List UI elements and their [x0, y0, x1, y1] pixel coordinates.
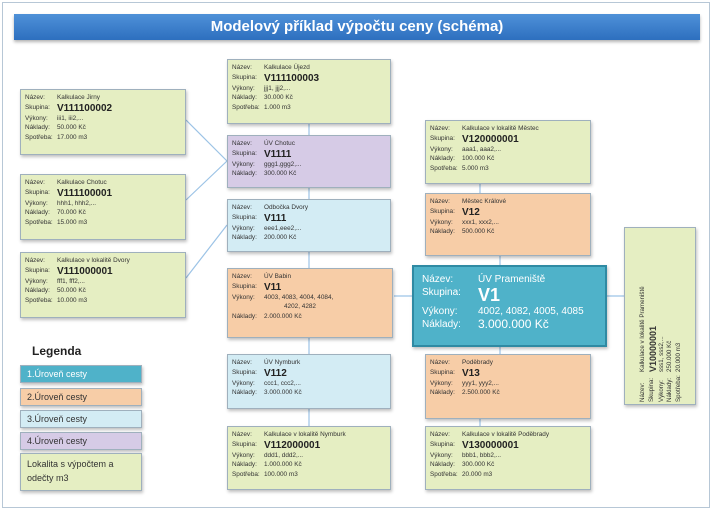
node-podebrady[interactable]: Název:Poděbrady Skupina:V13 Výkony:yyy1,…: [425, 354, 591, 419]
node-odbocka-dvory[interactable]: Název:Odbočka Dvory Skupina:V111 Výkony:…: [227, 199, 391, 252]
link-chotuc-jirny: [185, 119, 228, 162]
node-uv-prameniste[interactable]: Název:ÚV Prameniště Skupina:V1 Výkony:40…: [412, 265, 607, 347]
link-chotuc-kalkchotuc: [185, 160, 228, 201]
node-uv-nymburk[interactable]: Název:ÚV Nymburk Skupina:V112 Výkony:ccc…: [227, 354, 391, 409]
node-kalkulace-mestec[interactable]: Název:Kalkulace v lokalitě Městec Skupin…: [425, 120, 591, 184]
legend-item-location: Lokalita s výpočtem a odečty m3: [20, 453, 142, 491]
node-kalkulace-dvory[interactable]: Název:Kalkulace v lokalitě Dvory Skupina…: [20, 252, 186, 318]
node-kalkulace-nymburk[interactable]: Název:Kalkulace v lokalitě Nymburk Skupi…: [227, 426, 391, 490]
node-uv-chotuc[interactable]: Název:ÚV Chotuc Skupina:V1111 Výkony:ggg…: [227, 135, 391, 188]
node-kalkulace-jirny[interactable]: Název:Kalkulace Jirny Skupina:V111100002…: [20, 89, 186, 155]
node-kalkulace-ujezd[interactable]: Název:Kalkulace Újezd Skupina:V111100003…: [227, 59, 391, 124]
legend-item-level2: 2.Úroveň cesty: [20, 388, 142, 406]
node-kalkulace-chotuc[interactable]: Název:Kalkulace Chotuc Skupina:V11110000…: [20, 174, 186, 240]
node-uv-babin[interactable]: Název:ÚV Babin Skupina:V11 Výkony:4003, …: [227, 268, 393, 338]
node-kalkulace-podebrady[interactable]: Název:Kalkulace v lokalitě Poděbrady Sku…: [425, 426, 591, 490]
node-mestec-kralove[interactable]: Název:Městec Králové Skupina:V12 Výkony:…: [425, 193, 591, 256]
legend-title: Legenda: [32, 344, 82, 358]
legend-item-level3: 3.Úroveň cesty: [20, 410, 142, 428]
diagram-title: Modelový příklad výpočtu ceny (schéma): [14, 14, 700, 40]
legend-item-level1: 1.Úroveň cesty: [20, 365, 142, 383]
link-dvory-kalkdvory: [185, 224, 228, 279]
legend-item-level4: 4.Úroveň cesty: [20, 432, 142, 450]
node-kalkulace-prameniste[interactable]: Název:Kalkulace v lokalitě Prameniště Sk…: [624, 227, 696, 405]
